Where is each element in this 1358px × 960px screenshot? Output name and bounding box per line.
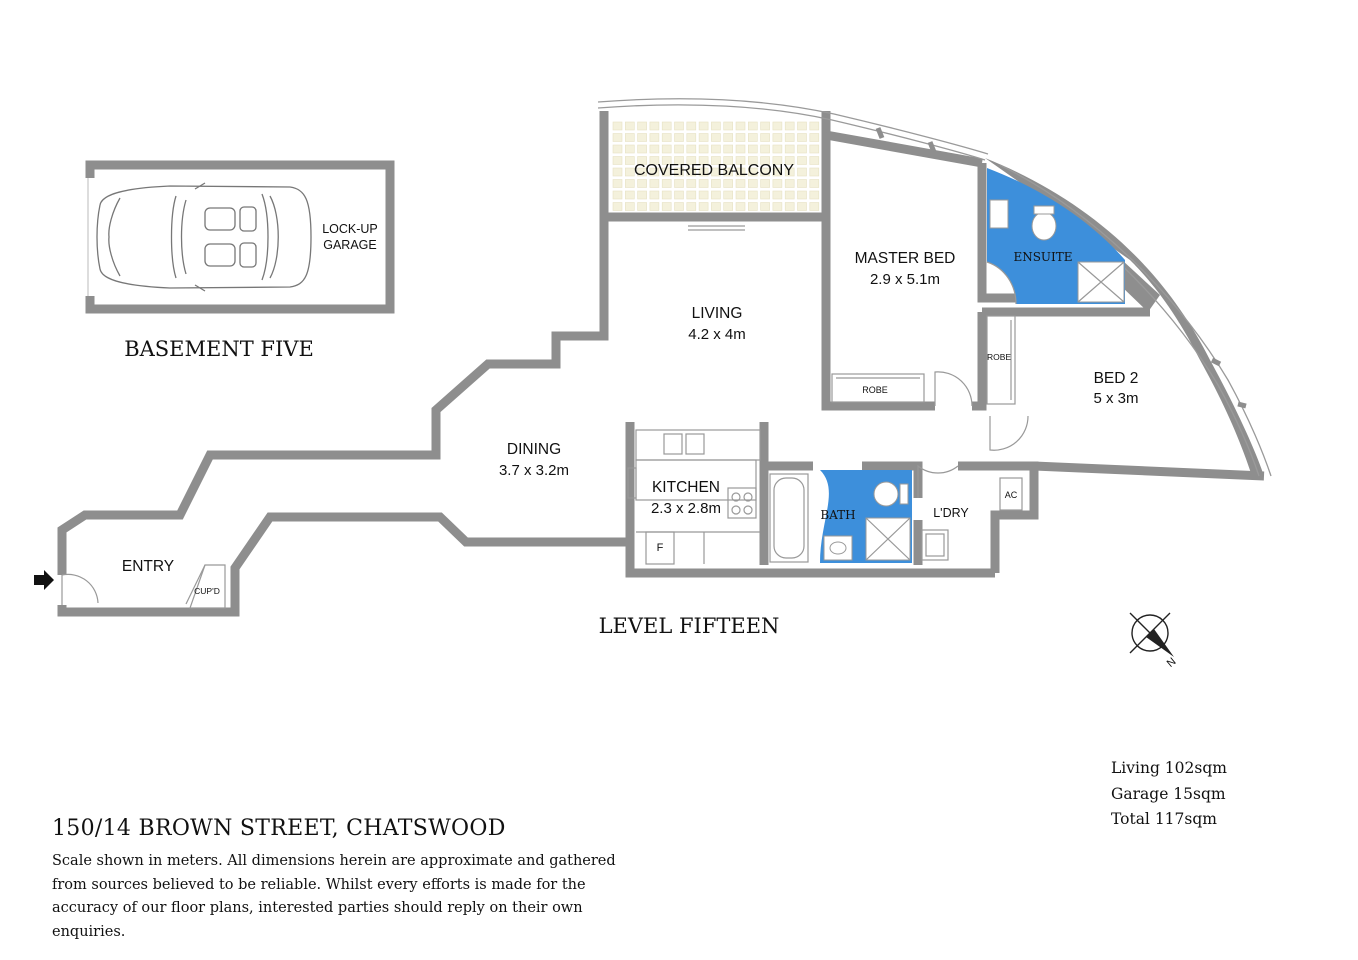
fridge-label: F: [657, 542, 664, 554]
garage-label-1: LOCK-UP: [322, 222, 378, 236]
level-title: LEVEL FIFTEEN: [599, 614, 780, 638]
entry-arrow-icon: [34, 570, 54, 590]
dining-label: DINING: [507, 441, 561, 458]
area-garage: Garage 15sqm: [1111, 784, 1226, 803]
area-summary: Living 102sqm Garage 15sqm Total 117sqm: [1111, 756, 1227, 833]
disclaimer-text: Scale shown in meters. All dimensions he…: [52, 853, 616, 940]
compass-north-label: N: [1165, 656, 1179, 670]
basement-title: BASEMENT FIVE: [124, 337, 314, 361]
kitchen-label: KITCHEN: [652, 479, 720, 496]
master-label: MASTER BED: [855, 250, 956, 267]
area-living: Living 102sqm: [1111, 759, 1227, 777]
bed2-size: 5 x 3m: [1093, 390, 1138, 407]
garage-label-2: GARAGE: [323, 238, 377, 252]
walls: [57, 111, 1265, 617]
cupboard-label: CUP'D: [194, 586, 220, 596]
robe-bed2-label: ROBE: [987, 352, 1011, 362]
ac-label: AC: [1005, 490, 1018, 500]
living-size: 4.2 x 4m: [688, 326, 746, 343]
laundry-label: L'DRY: [933, 506, 969, 520]
bath-label: BATH: [820, 508, 855, 522]
balcony-tiles: [612, 121, 820, 211]
property-address: 150/14 BROWN STREET, CHATSWOOD: [52, 816, 506, 841]
entry-label: ENTRY: [122, 558, 174, 575]
garage: [85, 160, 395, 314]
balcony-label: COVERED BALCONY: [634, 162, 794, 179]
ensuite-label: ENSUITE: [1013, 250, 1072, 264]
living-label: LIVING: [692, 305, 743, 322]
master-size: 2.9 x 5.1m: [870, 271, 940, 288]
wet-areas: [820, 168, 1125, 563]
dining-size: 3.7 x 3.2m: [499, 462, 569, 479]
bed2-label: BED 2: [1094, 370, 1139, 387]
car-icon: [96, 182, 312, 292]
area-total: Total 117sqm: [1111, 810, 1217, 828]
fixtures: [34, 199, 1125, 609]
robe-master-label: ROBE: [862, 385, 888, 395]
room-labels: LOCK-UP GARAGE BASEMENT FIVE COVERED BAL…: [122, 162, 1179, 670]
kitchen-size: 2.3 x 2.8m: [651, 500, 721, 517]
compass-icon: [1129, 612, 1174, 657]
